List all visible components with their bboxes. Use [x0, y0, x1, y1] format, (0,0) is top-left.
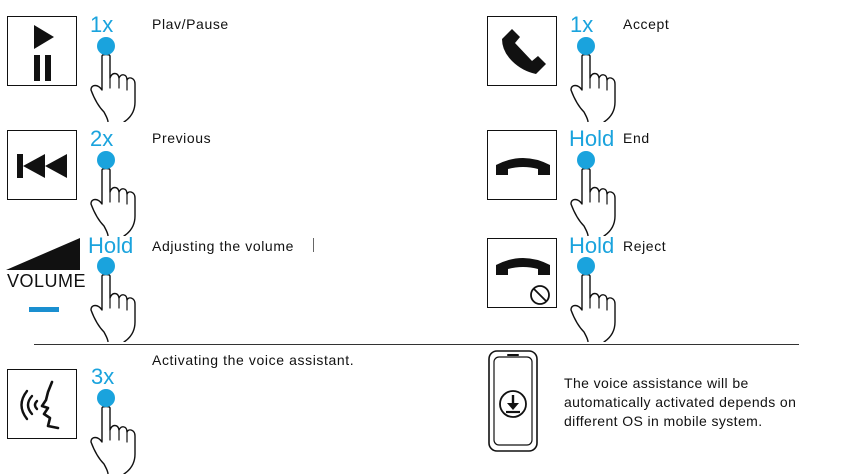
voice-assistant-icon: [20, 380, 60, 430]
text-cursor: [313, 238, 314, 252]
play-pause-icon: [34, 25, 54, 81]
phone-reject-icon: [496, 258, 550, 305]
label-previous: Previous: [152, 130, 212, 146]
reject-icon-box: [487, 238, 557, 308]
voice-assistant-note: The voice assistance will be automatical…: [564, 375, 797, 429]
tap-count-volume: Hold: [88, 233, 134, 258]
voice-icon-box: [7, 369, 77, 439]
hand-tap-icon: [90, 388, 136, 474]
hand-tap-icon: [90, 256, 136, 342]
previous-track-icon: [17, 154, 67, 178]
hand-tap-icon: [90, 36, 136, 122]
play-pause-icon-box: [7, 16, 77, 86]
smartphone-download-icon: [488, 350, 538, 452]
tap-count-end: Hold: [569, 126, 615, 151]
volume-minus-bar: [29, 307, 59, 312]
hand-tap-icon: [570, 150, 616, 236]
previous-icon-box: [7, 130, 77, 200]
volume-ramp-icon: [6, 238, 80, 270]
label-reject: Reject: [623, 238, 667, 254]
phone-accept-icon: [502, 29, 546, 74]
volume-icon-text: VOLUME: [7, 271, 87, 291]
section-divider: [34, 344, 799, 345]
label-end: End: [623, 130, 650, 146]
label-play-pause: Plav/Pause: [152, 16, 229, 32]
tap-count-reject: Hold: [569, 233, 615, 258]
label-accept: Accept: [623, 16, 670, 32]
phone-end-icon: [496, 158, 550, 175]
tap-count-play: 1x: [90, 12, 114, 37]
label-voice-assistant: Activating the voice assistant.: [152, 352, 355, 368]
label-volume: Adjusting the volume: [152, 238, 294, 254]
tap-count-previous: 2x: [90, 126, 114, 151]
hand-tap-icon: [570, 256, 616, 342]
tap-count-accept: 1x: [570, 12, 594, 37]
end-icon-box: [487, 130, 557, 200]
hand-tap-icon: [90, 150, 136, 236]
hand-tap-icon: [570, 36, 616, 122]
tap-count-voice: 3x: [91, 364, 115, 389]
accept-icon-box: [487, 16, 557, 86]
